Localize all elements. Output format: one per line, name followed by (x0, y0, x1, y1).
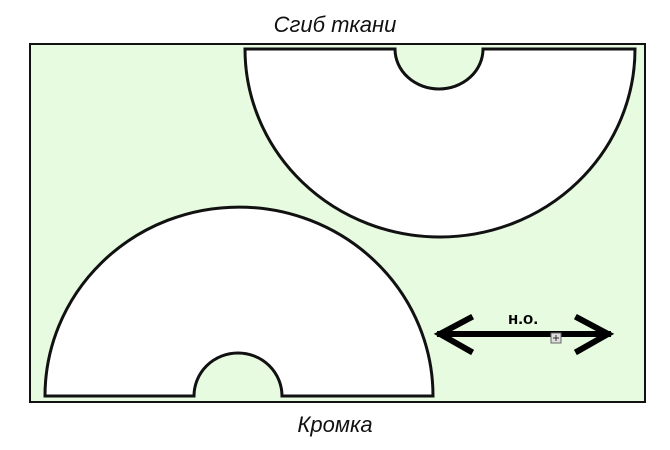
pattern-piece-bottom (43, 205, 435, 398)
selvage-label: Кромка (297, 412, 373, 437)
fold-label: Сгиб ткани (273, 12, 397, 37)
move-cursor-icon (550, 332, 562, 344)
grain-arrow (433, 313, 615, 356)
pattern-piece-top (243, 47, 637, 239)
grain-label: н.о. (508, 309, 538, 328)
